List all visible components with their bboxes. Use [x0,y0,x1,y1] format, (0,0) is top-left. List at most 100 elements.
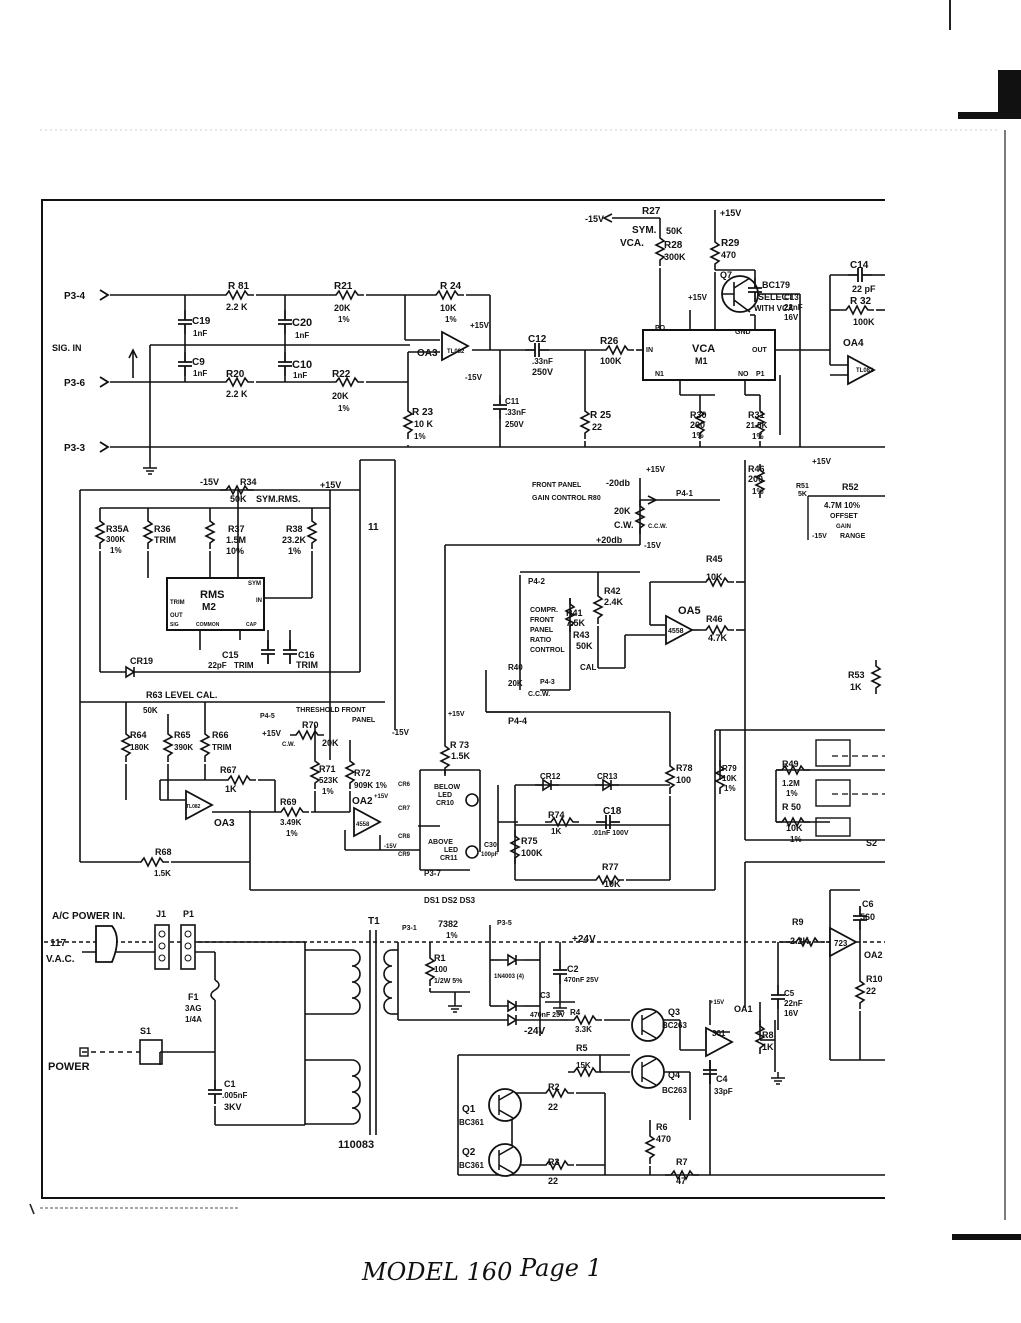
r65-value: 390K [174,743,193,752]
q3-transistor [631,1008,665,1042]
vca-pin-p1: P1 [756,371,765,378]
vca-pin-in: IN [646,347,653,354]
input-stage [110,294,600,462]
c9-label: C9 [192,357,205,368]
c30-value: 100pF [481,852,499,858]
c19-label: C19 [192,316,211,327]
ds-part: 7382 [438,919,458,929]
r66-value: TRIM [212,743,232,752]
r40-label: R40 [508,663,523,672]
r64-label: R64 [130,730,147,740]
r77-value: 10K [604,879,621,889]
p1-label: P1 [183,909,194,919]
r2-value: 22 [548,1102,558,1112]
r71-tolerance: 1% [322,787,334,796]
oa2-part: 4558 [356,822,370,828]
r53-value: 1K [850,682,862,692]
connector-p4-3: P4-3 [540,679,555,686]
range-label: RANGE [840,533,866,540]
rms-pin-out: OUT [170,613,183,619]
c9-value: 1nF [193,369,207,378]
c16-value: TRIM [296,660,318,670]
r23-value: 10 K [414,419,434,429]
connector-p3-4: P3-4 [64,291,86,302]
c15-label: C15 [222,650,239,660]
f1-amps: 1/4A [185,1015,202,1024]
r50-value: 10K [786,823,803,833]
r3-value: 22 [548,1176,558,1186]
q2-transistor [488,1143,522,1177]
c5-voltage: 16V [784,1009,799,1018]
c20-value: 1nF [295,331,309,340]
r25-value: 22 [592,422,602,432]
c13-voltage: 16V [784,313,799,322]
c4-value: 33pF [714,1087,733,1096]
above-label: ABOVE [428,839,453,846]
connector-p4-1: P4-1 [676,489,693,498]
r4-label: R4 [570,1008,581,1017]
c2-label: C2 [567,964,579,974]
r23-tolerance: 1% [414,432,426,441]
c3-value: 470nF 25V [530,1012,565,1019]
r31-value: 21.5K [746,421,768,430]
r24-value: 10K [440,303,457,313]
s2-switch [815,739,851,767]
r42-value: 2.4K [604,597,624,607]
r31-label: R31 [748,410,765,420]
plus15-r29: +15V [720,208,741,218]
r81-value: 2.2 K [226,302,248,312]
r66-label: R66 [212,730,229,740]
c12-voltage: 250V [532,367,553,377]
caption-page: Page 1 [519,1254,602,1282]
offset-label: OFFSET [830,513,858,520]
plus15-r34: +15V [320,480,341,490]
r37-tolerance: 10% [226,546,244,556]
c1-voltage: 3KV [224,1102,242,1112]
schematic-border [41,199,885,1199]
r26-label: R26 [600,336,619,347]
c4-label: C4 [716,1074,728,1084]
sym-rms-label: SYM.RMS. [256,494,301,504]
c15-value: 22pF [208,661,227,670]
q1-transistor [488,1088,522,1122]
power-label: POWER [48,1061,90,1073]
front-panel-title2: GAIN CONTROL R80 [532,495,601,502]
r49-label: R49 [782,759,799,769]
r80-value: 20K [614,506,631,516]
r68-value: 1.5K [154,869,171,878]
r43-value: 50K [576,641,593,651]
q3-part: BC263 [662,1021,687,1030]
r67-value: 1K [225,784,237,794]
c14-label: C14 [850,260,869,271]
rms-part: M2 [202,602,216,613]
minus15-oa2: -15V [384,844,397,850]
r35a-label: R35A [106,524,130,534]
c20-label: C20 [292,317,312,329]
r73-label: R 73 [450,740,469,750]
q4-transistor [631,1055,665,1089]
cr8-label: CR8 [398,834,411,840]
below-label: BELOW [434,784,460,791]
r1-watt: 1/2W 5% [434,978,463,985]
sym-vca-label: SYM. [632,225,657,236]
oa5-part: 4558 [668,628,684,635]
r41-value: 7.5K [566,618,586,628]
compr-label: COMPR. [530,607,558,614]
connector-p3-3: P3-3 [64,443,86,454]
above-led [465,845,479,859]
q2-part: BC361 [459,1161,484,1170]
r52-value: 4.7M 10% [824,501,860,510]
vca-sub-label: VCA. [620,238,644,249]
r35a-tolerance: 1% [110,546,122,555]
vca-pin-no: NO [738,371,749,378]
r8-value: 1K [762,1042,774,1052]
r70-label: R70 [302,720,319,730]
vac-label: V.A.C. [46,954,75,965]
ratio-panel: PANEL [530,627,554,634]
c11-label: C11 [505,397,520,406]
r45-label: R45 [706,554,723,564]
oa4-part: TL082 [856,368,874,374]
r74-label: R74 [548,810,565,820]
r49-tolerance: 1% [786,789,798,798]
